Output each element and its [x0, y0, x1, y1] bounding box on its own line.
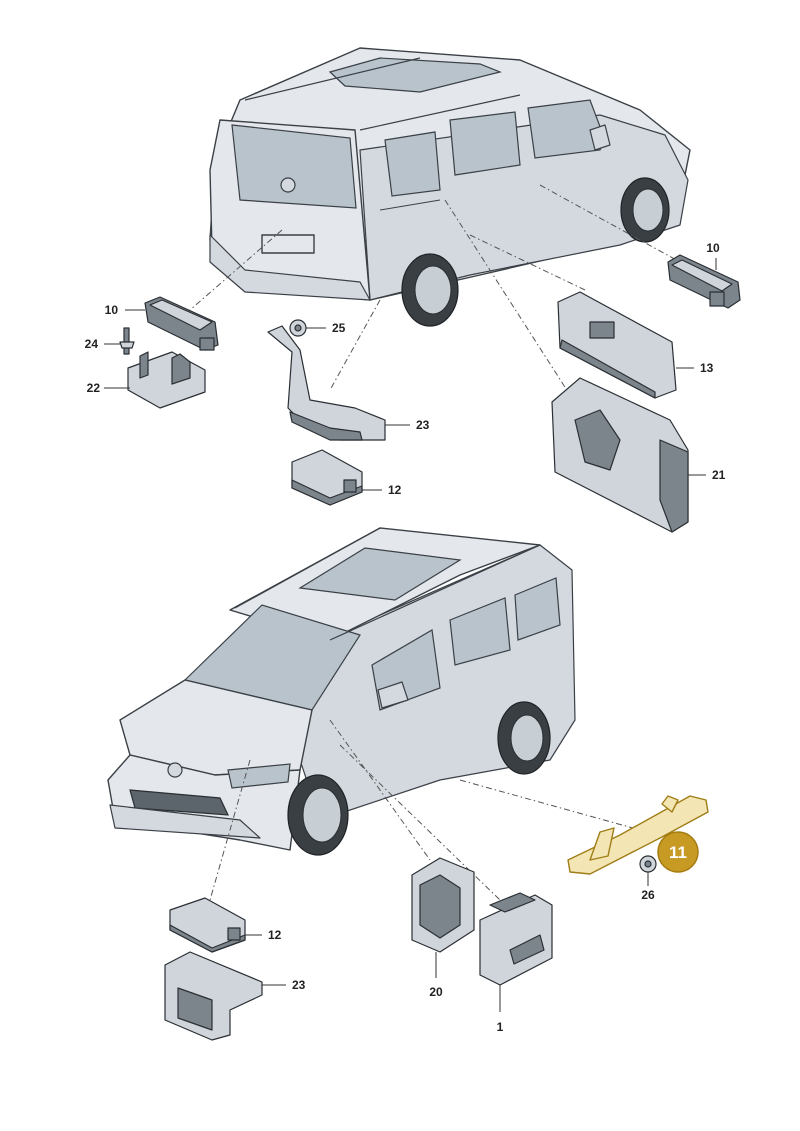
part-11-bracket-highlighted — [567, 795, 709, 875]
label-12-bottom: 12 — [268, 928, 282, 942]
part-23-bracket-bottom — [164, 951, 263, 1041]
leader-dash-20 — [329, 719, 431, 861]
label-21: 21 — [712, 468, 726, 482]
label-13: 13 — [700, 361, 714, 375]
part-25-nut — [289, 319, 307, 337]
label-23-top: 23 — [416, 418, 430, 432]
leader-dash-13 — [469, 234, 586, 291]
part-23-antenna-bracket-top — [267, 325, 386, 441]
label-20: 20 — [429, 985, 443, 999]
label-12-top: 12 — [388, 483, 402, 497]
leader-dash-23-top — [329, 299, 381, 391]
part-12-antenna-module-top — [291, 449, 363, 506]
label-10-left: 10 — [105, 303, 119, 317]
label-10-right: 10 — [706, 241, 720, 255]
part-1-control-unit — [479, 892, 553, 986]
vehicle-front-view — [107, 527, 576, 856]
part-26-nut — [639, 855, 657, 873]
part-20-bracket — [411, 857, 475, 953]
label-22: 22 — [87, 381, 101, 395]
part-24-screw — [119, 327, 135, 355]
label-1: 1 — [497, 1020, 504, 1034]
label-11: 11 — [669, 843, 687, 862]
leader-dash-12-bottom — [209, 759, 251, 901]
part-21-housing — [551, 377, 689, 533]
part-10-rear-handle-right — [667, 254, 741, 309]
label-23-bottom: 23 — [292, 978, 306, 992]
part-12-antenna-module-bottom — [169, 897, 246, 953]
label-24: 24 — [85, 337, 99, 351]
badge-11-highlight: 11 — [657, 831, 699, 873]
part-13-control-unit — [557, 291, 677, 399]
vehicle-rear-view — [209, 47, 691, 327]
part-22-bracket — [127, 351, 206, 409]
label-26: 26 — [641, 888, 655, 902]
leader-dash-21 — [444, 199, 571, 396]
label-25: 25 — [332, 321, 346, 335]
leader-dash-11 — [459, 779, 641, 831]
part-10-rear-handle-left — [144, 296, 219, 351]
